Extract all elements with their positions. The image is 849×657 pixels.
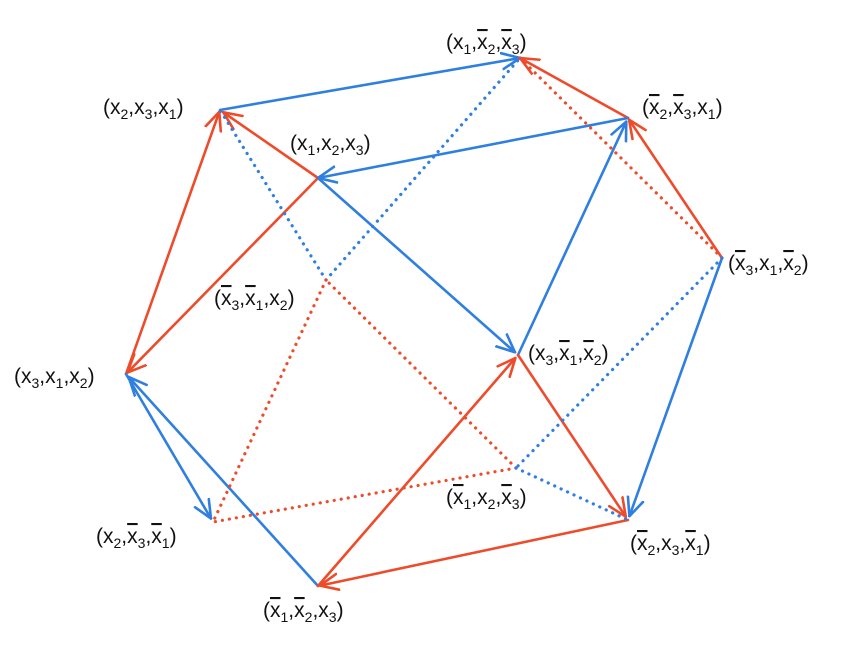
node-label-n9: (x1,x2,x3) (446, 486, 527, 512)
edge-red-solid-n12-to-n8 (316, 356, 517, 588)
node-label-n8: (x3,x1,x2) (528, 342, 609, 368)
edge-blue-solid-n2-to-n1 (218, 58, 522, 112)
edge-blue-solid-n3-to-n4 (316, 116, 630, 178)
edge-red-solid-n7-to-n2 (124, 110, 219, 376)
edge-blue-dotted-n5-to-n9 (514, 256, 724, 470)
edge-red-solid-n4-to-n2 (222, 111, 320, 180)
edge-red-solid-n4-to-n7 (126, 176, 320, 374)
label-layer: (x1,x2,x3) (x2,x3,x1) (x2,x3,x1) (x1,x2,x3)… (14, 31, 809, 625)
edge-blue-solid-n8-to-n3 (516, 120, 628, 357)
node-label-n12: (x1,x2,x3) (263, 599, 344, 625)
edge-blue-solid-n4-to-n8 (316, 176, 517, 354)
edge-blue-solid-n12-to-n7 (127, 375, 320, 588)
edge-red-dotted-n1-to-n5 (518, 56, 724, 260)
edge-blue-dotted-n6-to-n1 (324, 56, 522, 282)
node-label-n4: (x1,x2,x3) (290, 132, 371, 158)
node-label-n5: (x3,x1,x2) (728, 252, 809, 278)
node-label-n10: (x2,x3,x1) (96, 525, 177, 551)
edge-blue-dotted-n9-to-n11 (514, 466, 630, 522)
edge-red-solid-n3-to-n1 (518, 56, 630, 120)
edge-red-solid-n5-to-n3 (627, 118, 724, 260)
node-label-n11: (x2,x3,x1) (630, 532, 711, 558)
edge-layer (124, 56, 724, 588)
edge-blue-solid-n7-to-n10 (124, 372, 213, 520)
node-label-n6: (x3,x1,x2) (214, 287, 295, 313)
node-label-n3: (x2,x3,x1) (642, 96, 723, 122)
node-label-n2: (x2,x3,x1) (103, 96, 184, 122)
edge-red-dotted-n9-to-n6 (324, 278, 518, 470)
edge-red-solid-n11-to-n12 (318, 518, 630, 586)
edge-red-dotted-n9-to-n10 (211, 466, 518, 524)
node-label-n7: (x3,x1,x2) (14, 365, 95, 391)
edge-blue-solid-n5-to-n11 (629, 256, 724, 518)
node-label-n1: (x1,x2,x3) (446, 31, 527, 57)
edge-blue-dotted-n6-to-n2 (218, 108, 328, 282)
edge-red-solid-n8-to-n11 (516, 353, 628, 519)
edge-red-dotted-n6-to-n10 (211, 278, 328, 524)
